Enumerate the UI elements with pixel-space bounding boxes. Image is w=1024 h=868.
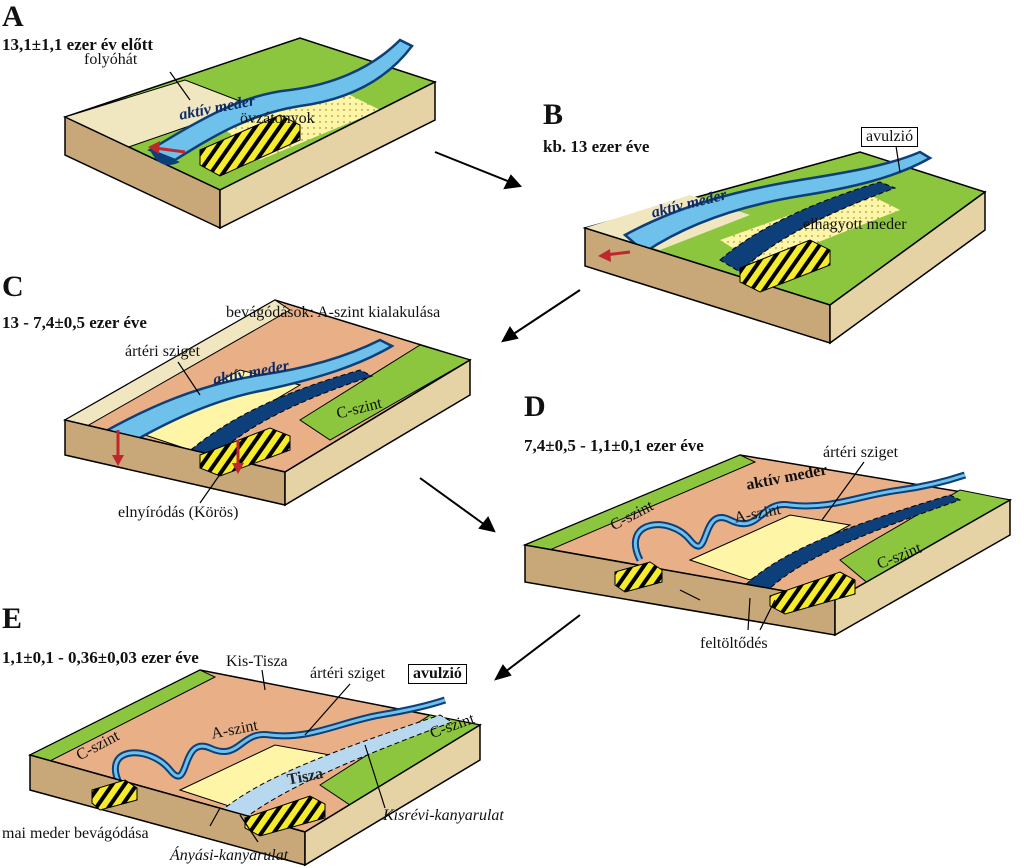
panel-d-island [688,514,852,581]
arrow-a-to-b [434,151,511,183]
panel-e-label-modern-incision: mai meder bevágódása [2,825,149,842]
panel-b-age: kb. 13 ezer éve [543,137,650,156]
panel-d-point-bar-hatch-left [614,561,663,593]
panel-c-letter: C [2,270,24,303]
panel-a-block [62,37,437,230]
panel-e-label-floodplain-island: ártéri sziget [310,665,386,682]
panel-d-label-floodplain-island: ártéri sziget [823,444,899,461]
panel-a-letter: A [2,0,24,33]
arrow-c-to-d [419,477,486,526]
panel-d-side [834,498,1011,637]
panel-e-letter: E [2,602,23,635]
panel-e-age: 1,1±0,1 - 0,36±0,03 ezer éve [2,648,199,667]
panel-e-block [27,669,483,867]
panel-c-block [62,299,472,507]
panel-e-label-anyasi: Ányási-kanyarulat [170,847,289,864]
panel-b-side [829,190,986,345]
panel-e-point-bar-hatch-left [91,779,138,811]
panel-d-age: 7,4±0,5 - 1,1±0,1 ezer éve [524,436,704,455]
panel-c-side [284,358,471,507]
leader-lines [169,71,901,843]
panel-d-letter: D [524,390,546,423]
panel-c-age: 13 - 7,4±0,5 ezer éve [2,313,147,332]
panel-b-point-bar-hatch [739,239,831,293]
panel-e-label-kisrevi: Kisrévi-kanyarulat [383,807,504,824]
panel-c-label-cutoff: elnyíródás (Körös) [118,504,239,521]
panel-e-label-avulsion: avulzió [408,664,467,684]
panel-b-letter: B [543,98,564,131]
panel-a-side [219,80,436,230]
panel-a-label-point-bars: övzátonyok [240,110,315,127]
panel-a-label-levee: folyóhát [84,51,138,68]
panel-c-point-bar-hatch [199,427,291,477]
panel-c-label-floodplain-island: ártéri sziget [125,343,201,360]
panel-b-active-channel [622,150,933,254]
panel-e-label-kis-tisza: Kis-Tisza [226,653,288,670]
panel-c-abandoned-channel [184,369,374,466]
panel-c-label-incisions: bevágódások: A-szint kialakulása [226,304,441,321]
panel-d-label-infilling: feltöltődés [700,635,768,652]
panel-a-active-channel [147,38,414,162]
panel-c-active-channel [87,338,395,457]
panel-b-label-avulsion: avulzió [861,127,919,147]
panel-d-block [522,454,1013,637]
transition-arrows [419,151,581,681]
panel-e-side [304,723,481,867]
arrow-d-to-e [504,614,581,673]
panel-a-age: 13,1±1,1 ezer év előtt [2,35,154,54]
panel-b-label-abandoned-channel: elhagyott meder [803,216,907,233]
panel-e-point-bar-hatch-right [244,795,326,837]
arrow-b-to-c [511,289,581,336]
panel-a-point-bar-hatch [199,114,301,177]
panel-b-abandoned-channel [719,181,897,273]
panel-e-tisza-channel [219,714,454,823]
panel-d-point-bar-hatch-right [769,571,856,615]
panel-b-block [582,150,987,345]
